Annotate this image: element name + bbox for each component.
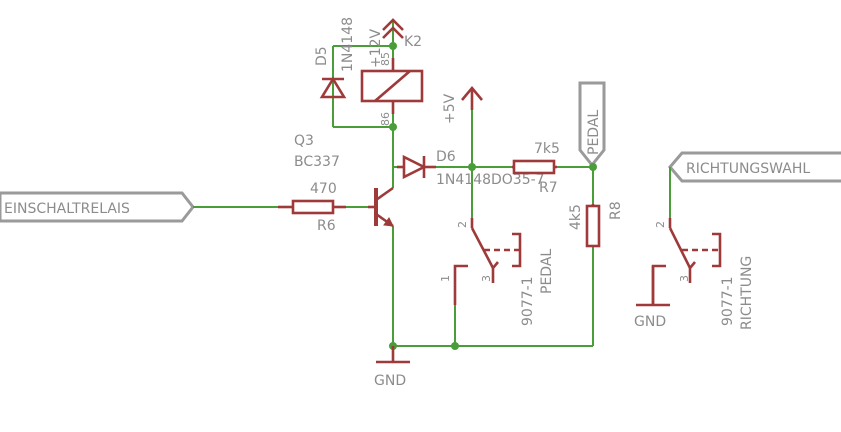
d5-value: 1N4148 xyxy=(340,17,356,72)
sw1-value: 9077-1 xyxy=(520,276,536,326)
sw1-pin3: 3 xyxy=(480,275,493,282)
sw2-pin3: 3 xyxy=(678,275,691,282)
supply-5v: +5V xyxy=(442,85,483,124)
r8-name: R8 xyxy=(608,201,624,220)
junctions xyxy=(389,42,597,350)
transistor-q3[interactable]: Q3 BC337 xyxy=(294,133,394,228)
r7-name: R7 xyxy=(539,180,558,196)
diode-d6[interactable]: D6 1N4148DO35-7 xyxy=(397,149,545,188)
r6-name: R6 xyxy=(317,218,336,234)
k2-name: K2 xyxy=(404,34,422,50)
richtungswahl-net-flag[interactable]: RICHTUNGSWAHL xyxy=(668,151,841,183)
sw1-pin2: 2 xyxy=(456,221,469,228)
pedal-flag-label: PEDAL xyxy=(586,110,602,155)
v12-label: +12V xyxy=(368,28,384,68)
junction-dot xyxy=(389,123,397,131)
q3-name: Q3 xyxy=(294,133,314,149)
pin85-label: 85 xyxy=(379,52,392,66)
d6-name: D6 xyxy=(436,149,456,165)
d6-value: 1N4148DO35-7 xyxy=(436,172,545,188)
diode-d5[interactable]: D5 1N4148 xyxy=(314,17,356,99)
resistor-r8[interactable]: 4k5 R8 xyxy=(568,201,624,248)
junction-dot xyxy=(451,342,459,350)
r8-value: 4k5 xyxy=(568,204,584,230)
supply-12v: +12V xyxy=(368,18,404,68)
switch-pedal[interactable]: 2 1 3 9077-1 PEDAL xyxy=(439,218,555,326)
sw1-pin1: 1 xyxy=(439,275,452,282)
gnd1-label: GND xyxy=(374,373,406,389)
junction-dot xyxy=(468,163,476,171)
v5-label: +5V xyxy=(442,93,458,124)
d5-name: D5 xyxy=(314,46,330,66)
sw2-pin2: 2 xyxy=(654,221,667,228)
einschaltrelais-label: EINSCHALTRELAIS xyxy=(4,201,130,217)
r7-value: 7k5 xyxy=(534,141,560,157)
junction-dot xyxy=(389,42,397,50)
junction-dot xyxy=(589,163,597,171)
r6-value: 470 xyxy=(310,181,337,197)
resistor-r6[interactable]: 470 R6 xyxy=(278,181,346,234)
relay-k2[interactable]: K2 85 86 xyxy=(360,34,424,126)
gnd2-label: GND xyxy=(634,314,666,330)
sw2-value: 9077-1 xyxy=(720,276,736,326)
sw1-name: PEDAL xyxy=(539,249,555,294)
q3-value: BC337 xyxy=(294,154,340,170)
ground-symbol: GND xyxy=(374,346,410,389)
wires xyxy=(193,20,671,362)
switch-richtung[interactable]: 2 3 9077-1 RICHTUNG xyxy=(651,218,755,330)
pedal-net-flag[interactable]: PEDAL xyxy=(578,81,606,168)
einschaltrelais-net-flag[interactable]: EINSCHALTRELAIS xyxy=(0,191,195,223)
sw2-name: RICHTUNG xyxy=(739,256,755,330)
resistor-r7[interactable]: 7k5 R7 xyxy=(512,141,560,196)
richtungswahl-label: RICHTUNGSWAHL xyxy=(686,161,810,177)
ground-symbol: GND xyxy=(634,266,670,330)
pin86-label: 86 xyxy=(379,112,392,126)
